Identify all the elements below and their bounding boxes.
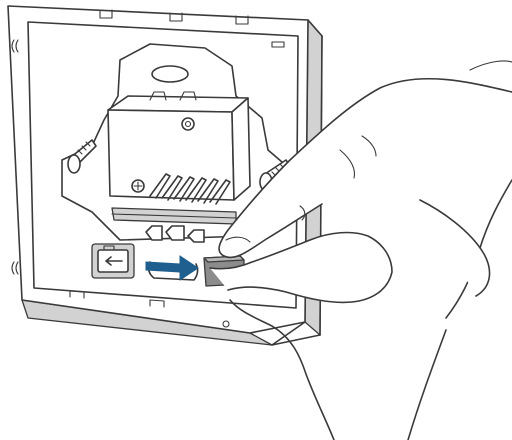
terminal-screw-left bbox=[132, 180, 144, 192]
module-box bbox=[108, 92, 250, 242]
module-screw bbox=[182, 118, 194, 130]
